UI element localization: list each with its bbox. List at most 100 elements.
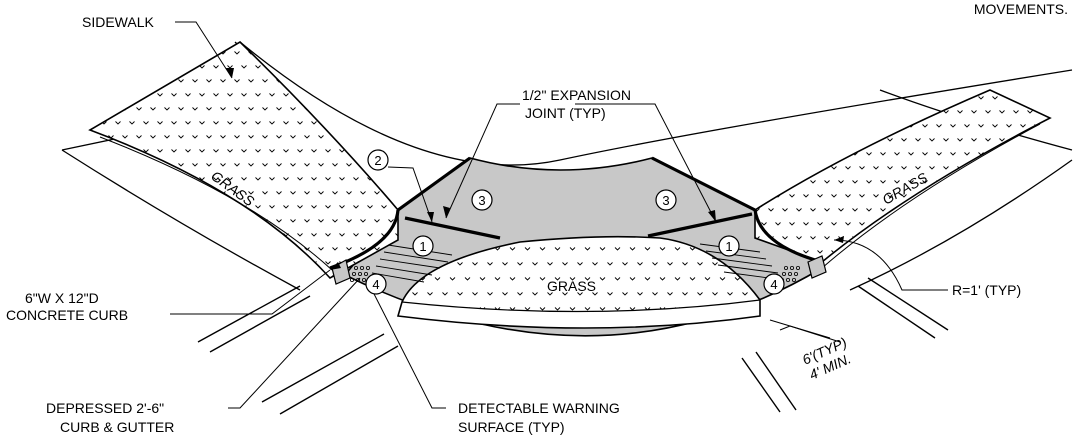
grass-tick (487, 262, 493, 266)
grass-tick (318, 51, 324, 55)
grass-tick (269, 121, 275, 125)
grass-tick (256, 38, 261, 41)
right-ramp-hatch (699, 243, 785, 281)
grass-tick (234, 79, 240, 83)
grass-tick (122, 163, 128, 167)
grass-tick (164, 191, 170, 195)
grass-tick (116, 38, 121, 41)
grass-tick (457, 292, 463, 296)
grass-tick (367, 205, 373, 209)
grass-tick (957, 138, 963, 142)
grass-tick (1048, 124, 1050, 128)
grass-tick (171, 205, 177, 209)
grass-tick (824, 96, 830, 100)
grass-tick (443, 323, 448, 326)
grass-tick (144, 38, 149, 41)
grass-tick (178, 79, 184, 83)
grass-tick (234, 135, 240, 139)
grass-tick (346, 135, 352, 139)
callout-3-right-label: 3 (662, 193, 669, 208)
grass-tick (90, 65, 93, 69)
grass-tick (853, 265, 858, 268)
grass-tick (1048, 208, 1050, 212)
grass-tick (150, 163, 156, 167)
grass-tick (94, 163, 100, 167)
grass-tick (831, 166, 837, 170)
grass-tick (943, 138, 949, 142)
grass-tick (185, 65, 191, 69)
grass-tick (318, 135, 324, 139)
grass-tick (262, 191, 268, 195)
grass-tick (90, 205, 93, 209)
grass-tick (340, 38, 345, 41)
grass-tick (241, 233, 247, 237)
grass-tick (832, 83, 837, 86)
grass-tick (1048, 180, 1050, 184)
grass-tick (206, 191, 212, 195)
grass-tick (318, 79, 324, 83)
grass-tick (817, 222, 823, 226)
grass-tick (866, 124, 872, 128)
grass-tick (755, 152, 760, 156)
grass-tick (761, 222, 767, 226)
grass-tick (697, 262, 703, 266)
grass-tick (803, 222, 809, 226)
grass-tick (339, 149, 345, 153)
grass-tick (929, 138, 935, 142)
grass-tick (1020, 152, 1026, 156)
grass-tick (1034, 152, 1040, 156)
grass-tick (929, 110, 935, 114)
grass-tick (908, 152, 914, 156)
grass-tick (978, 236, 984, 240)
grass-tick (916, 83, 921, 86)
grass-tick (171, 233, 177, 237)
grass-tick (115, 65, 121, 69)
grass-tick (318, 191, 324, 195)
grass-tick (999, 110, 1005, 114)
grass-tick (150, 135, 156, 139)
grass-tick (108, 275, 114, 278)
grass-tick (318, 219, 324, 223)
grass-tick (804, 83, 809, 86)
grass-tick (922, 152, 928, 156)
grass-tick (901, 194, 907, 198)
grass-tick (143, 65, 149, 69)
grass-tick (964, 236, 970, 240)
grass-tick (381, 65, 387, 69)
grass-tick (554, 277, 561, 281)
grass-tick (234, 163, 240, 167)
grass-tick (136, 247, 142, 251)
grass-tick (150, 275, 156, 278)
grass-tick (346, 107, 352, 111)
grass-tick (992, 152, 998, 156)
grass-tick (325, 121, 331, 125)
grass-tick (143, 149, 149, 153)
grass-tick (427, 292, 433, 296)
grass-tick (494, 277, 501, 281)
grass-tick (115, 93, 121, 97)
grass-tick (547, 292, 553, 296)
grass-tick (192, 163, 198, 167)
grass-tick (971, 194, 977, 198)
grass-tick (94, 275, 100, 278)
grass-tick (129, 205, 135, 209)
grass-tick (487, 292, 493, 296)
grass-tick (607, 292, 613, 296)
grass-tick (629, 307, 636, 311)
grass-tick (943, 222, 949, 226)
grass-tick (136, 275, 142, 278)
grass-tick (297, 93, 303, 97)
grass-tick (227, 177, 233, 181)
grass-tick (915, 138, 921, 142)
grass-tick (901, 138, 907, 142)
grass-tick (999, 194, 1005, 198)
grass-tick (943, 110, 949, 114)
grass-tick (234, 219, 240, 223)
grass-tick (367, 65, 373, 69)
grass-tick (1020, 124, 1026, 128)
grass-tick (374, 51, 380, 55)
grass-tick (1049, 265, 1054, 268)
grass-tick (192, 275, 198, 278)
grass-tick (283, 205, 289, 209)
grass-tick (978, 124, 984, 128)
